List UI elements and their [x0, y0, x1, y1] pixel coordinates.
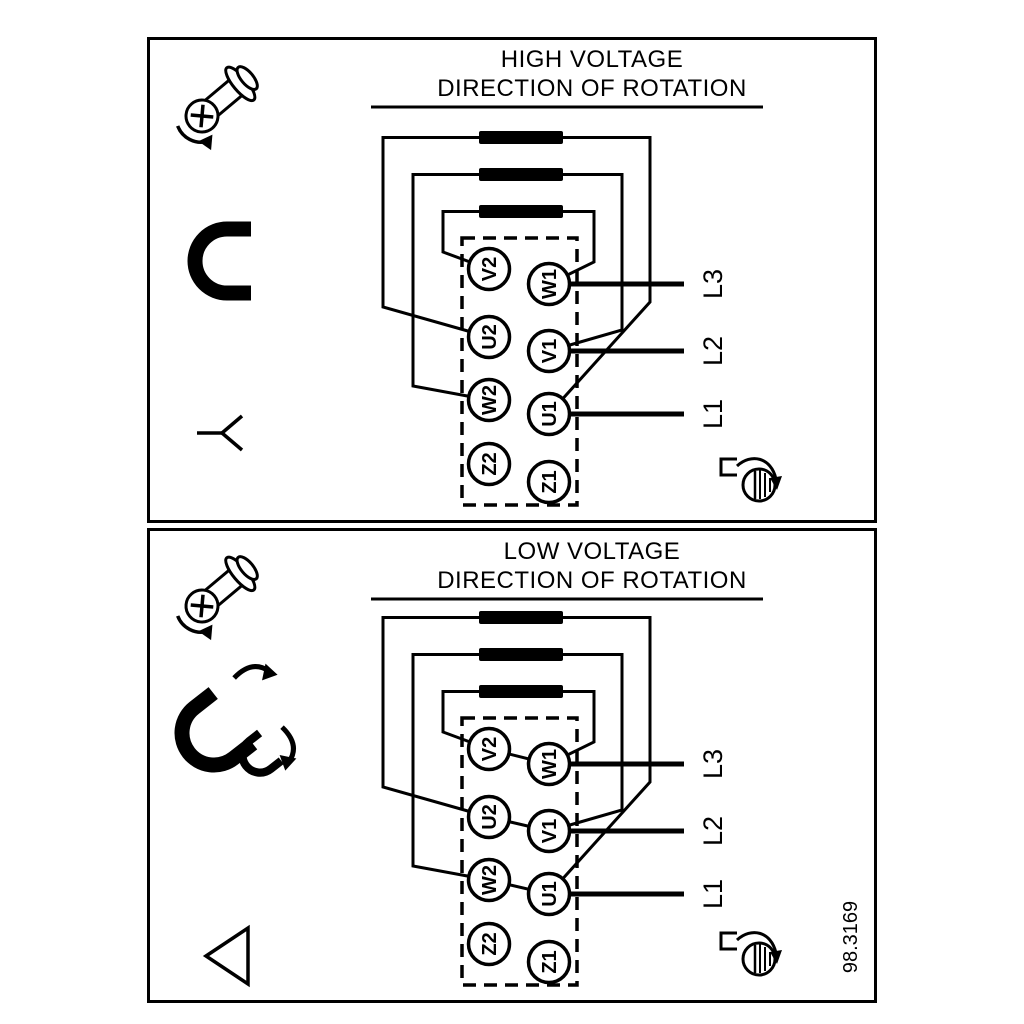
terminal-label: Z2: [479, 932, 501, 955]
jumper-bracket-small-icon: [235, 733, 281, 780]
terminal-label: U1: [539, 401, 561, 427]
terminal-label: W1: [539, 749, 561, 779]
panel-border: [147, 528, 877, 1003]
supply-label-l2: L2: [698, 816, 728, 846]
figure-number: 98.3169: [840, 901, 862, 973]
terminal-label: W1: [539, 269, 561, 299]
terminal-box: [460, 236, 579, 507]
terminal-label: W2: [479, 385, 501, 415]
bend-arrow-icon: [234, 661, 278, 682]
link-bar: [479, 168, 563, 181]
supply-label-l3: L3: [698, 269, 728, 299]
terminal-link-bars: [479, 131, 563, 218]
high-voltage-panel: HIGH VOLTAGE DIRECTION OF ROTATION V2: [147, 37, 877, 523]
terminal-label: U2: [479, 804, 501, 830]
wiring: [381, 136, 684, 417]
star-symbol-icon: [197, 414, 244, 452]
terminal-label: W2: [479, 865, 501, 895]
supply-label-l2: L2: [698, 336, 728, 366]
terminal-link-bars: [479, 611, 563, 698]
panel-title-line2: DIRECTION OF ROTATION: [437, 567, 747, 594]
terminal-box: [460, 716, 579, 987]
jumper-bend-icons: [169, 661, 299, 780]
link-bar: [479, 685, 563, 698]
panel-title-line2: DIRECTION OF ROTATION: [437, 75, 747, 102]
terminal-label: Z1: [539, 950, 561, 973]
terminal-label: V1: [539, 819, 561, 843]
screw-icon: [166, 56, 275, 160]
terminals: V2 U2 W2 Z2 W1 V1 U1 Z1: [466, 246, 572, 505]
terminal-label: V1: [539, 339, 561, 363]
terminal-label: V2: [479, 737, 501, 761]
screw-icon: [166, 546, 275, 650]
link-bar: [479, 205, 563, 218]
link-bar: [479, 611, 563, 624]
link-bar: [479, 131, 563, 144]
terminal-label: U2: [479, 324, 501, 350]
supply-label-l1: L1: [698, 399, 728, 429]
supply-label-l1: L1: [698, 879, 728, 909]
panel-title-line1: LOW VOLTAGE: [504, 538, 681, 565]
jumper-bracket-icon: [195, 229, 251, 293]
supply-label-l3: L3: [698, 749, 728, 779]
terminal-label: Z1: [539, 470, 561, 493]
panel-title-line1: HIGH VOLTAGE: [501, 46, 683, 73]
rotation-direction-icon: [719, 457, 784, 503]
rotation-direction-icon: [719, 931, 784, 977]
terminal-label: Z2: [479, 452, 501, 475]
low-voltage-panel: LOW VOLTAGE DIRECTION OF ROTATION: [147, 528, 877, 1003]
link-bar: [479, 648, 563, 661]
jumper-bracket-icon: [169, 693, 253, 778]
terminals: V2 U2 W2 Z2 W1 V1 U1 Z1: [466, 726, 572, 985]
panel-border: [147, 37, 877, 523]
terminal-label: V2: [479, 257, 501, 281]
delta-symbol-icon: [202, 924, 250, 988]
terminal-label: U1: [539, 881, 561, 907]
